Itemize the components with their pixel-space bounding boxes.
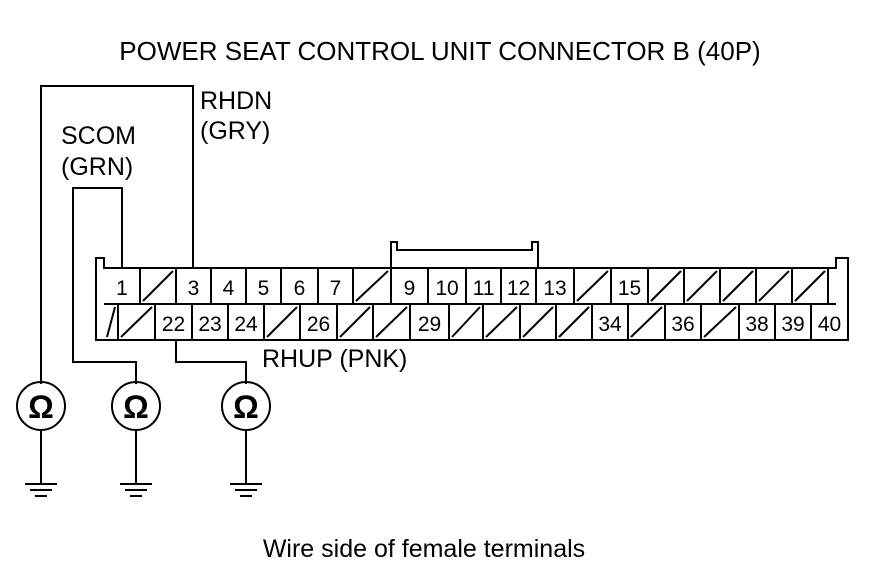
terminal-34: 34: [598, 313, 622, 336]
unused-cavity: [576, 270, 609, 302]
scom-color: (GRN): [61, 153, 133, 181]
scom-label: SCOM: [61, 122, 136, 150]
ground-icon: [230, 483, 262, 497]
terminal-11: 11: [473, 277, 495, 300]
unused-cavity: [451, 306, 481, 338]
wire-rhdn: [40, 85, 194, 384]
terminal-29: 29: [418, 313, 441, 336]
terminal-26: 26: [307, 313, 330, 336]
terminal-36: 36: [671, 313, 694, 336]
ohmmeter-3: Ω: [221, 381, 271, 497]
terminal-22: 22: [162, 313, 185, 336]
terminal-3: 3: [188, 277, 200, 300]
unused-cavity: [794, 270, 826, 302]
ohm-icon: Ω: [123, 389, 149, 425]
unused-cavity: [339, 306, 371, 338]
terminal-39: 39: [781, 313, 804, 336]
terminal-24: 24: [234, 313, 258, 336]
terminal-10: 10: [435, 277, 458, 300]
unused-cavity: [558, 306, 590, 338]
rhup-label: RHUP (PNK): [262, 345, 407, 373]
terminal-1: 1: [116, 277, 128, 300]
terminal-38: 38: [745, 313, 768, 336]
rhdn-label: RHDN: [200, 87, 272, 115]
terminal-12: 12: [507, 277, 530, 300]
wire-rhup: [175, 340, 247, 384]
unused-cavity: [703, 306, 737, 338]
unused-cavity: [375, 306, 408, 338]
unused-cavity: [630, 306, 663, 338]
ohm-icon: Ω: [28, 389, 54, 425]
unused-cavity: [686, 270, 718, 302]
unused-cavity: [485, 306, 518, 338]
terminal-40: 40: [818, 313, 841, 336]
diagram-title: POWER SEAT CONTROL UNIT CONNECTOR B (40P…: [119, 36, 760, 66]
terminal-13: 13: [543, 277, 566, 300]
unused-cavity: [120, 306, 153, 338]
unused-cavity: [522, 306, 554, 338]
unused-cavity: [106, 306, 116, 338]
unused-cavity: [722, 270, 754, 302]
wire-scom: [72, 187, 137, 384]
unused-cavity: [758, 270, 790, 302]
unused-cavity: [650, 270, 682, 302]
ohmmeter-1: Ω: [16, 381, 66, 497]
ground-icon: [120, 483, 152, 497]
diagram-caption: Wire side of female terminals: [263, 535, 585, 563]
unused-cavity: [266, 306, 298, 338]
terminal-23: 23: [198, 313, 221, 336]
ground-icon: [25, 483, 57, 497]
terminal-7: 7: [330, 277, 342, 300]
terminal-4: 4: [223, 277, 235, 300]
terminal-15: 15: [618, 277, 641, 300]
terminal-9: 9: [404, 277, 416, 300]
unused-cavity: [355, 270, 389, 302]
connector-bottom-row: 22 23 24 26 29 34 36 38 39 40: [106, 304, 841, 340]
terminal-5: 5: [258, 277, 270, 300]
rhdn-color: (GRY): [200, 117, 270, 145]
unused-cavity: [142, 270, 174, 302]
ohm-icon: Ω: [233, 389, 259, 425]
ohmmeter-2: Ω: [111, 381, 161, 497]
terminal-6: 6: [294, 277, 306, 300]
